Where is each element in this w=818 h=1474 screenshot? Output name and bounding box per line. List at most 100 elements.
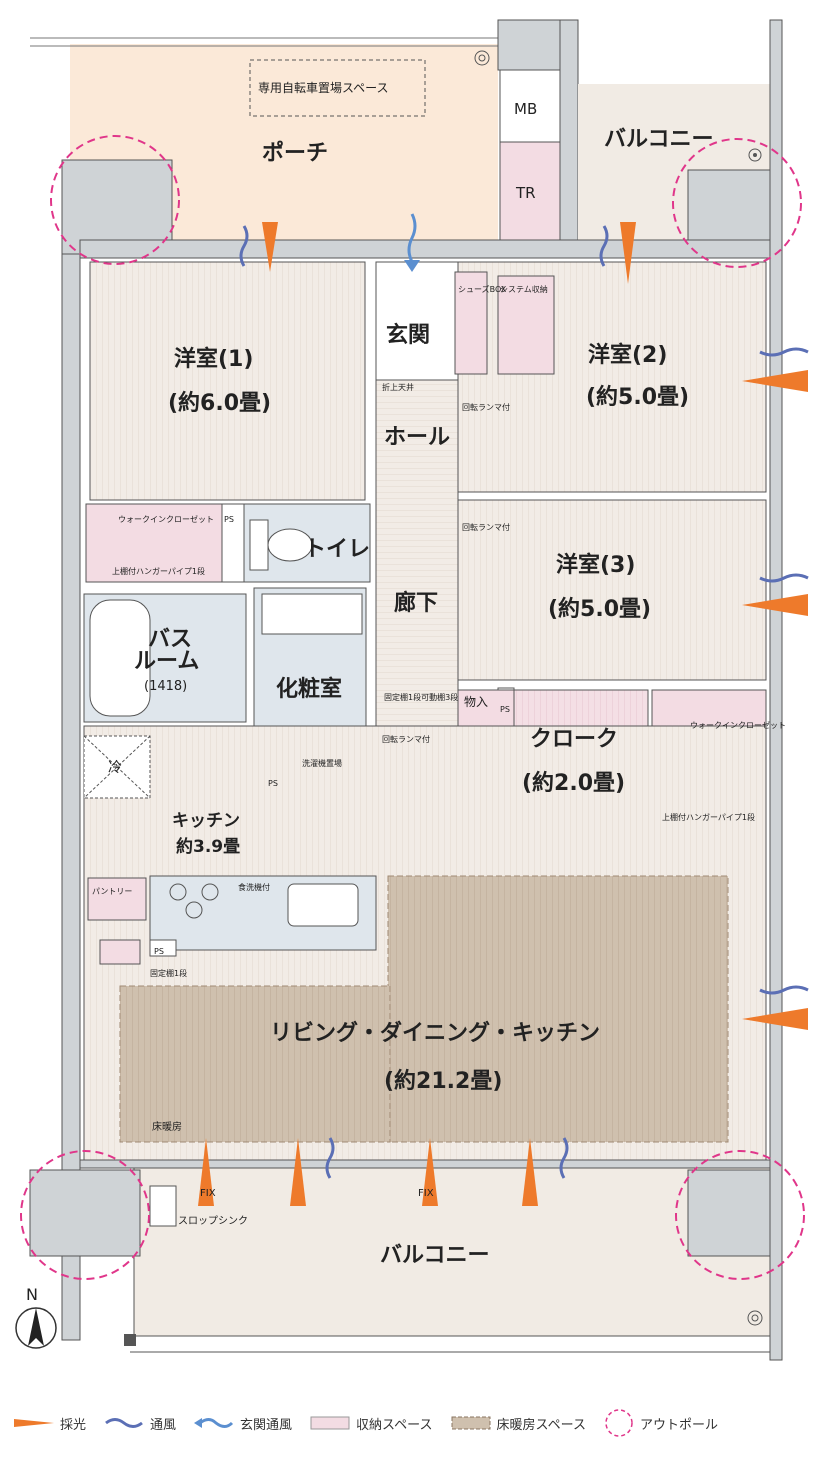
legend-heating: 床暖房スペース: [451, 1414, 586, 1433]
legend: 採光 通風 玄関通風 収納スペース 床暖房スペース アウトポール: [14, 1408, 814, 1438]
fixed-shelf-note: 固定棚1段: [150, 968, 187, 978]
legend-entrance-wind: 玄関通風: [194, 1414, 292, 1433]
wind-arrow: [599, 225, 609, 267]
wic-2-shelf: 上棚付ハンガーパイプ1段: [662, 812, 755, 822]
kitchen-name: キッチン: [172, 811, 240, 831]
ldk-name: リビング・ダイニング・キッチン: [270, 1020, 600, 1046]
pantry-label: パントリー: [92, 887, 132, 896]
washer-label: 洗濯機置場: [302, 758, 342, 768]
entrance-wind-arrow: [407, 213, 417, 263]
walk-in-closet-1: [85, 503, 223, 583]
western-room-3-floor: [457, 499, 767, 681]
bath-size-label: (1418): [144, 679, 187, 694]
ps-label-wic: PS: [224, 515, 234, 524]
entrance-wind-icon: [194, 1418, 234, 1428]
dishwasher-note: 食洗機付: [238, 882, 270, 892]
western-room-3-name: 洋室(3): [556, 552, 635, 578]
storage-label: 物入: [464, 695, 488, 709]
rotating-lamp-note-2: 回転ランマ付: [462, 522, 510, 532]
storage-shelf-note: 固定棚1段可動棚3段: [384, 692, 458, 702]
fridge-label: 冷: [108, 760, 122, 776]
wind-arrow: [559, 1137, 569, 1179]
legend-light-label: 採光: [60, 1417, 87, 1433]
ldk-size: (約21.2畳): [384, 1068, 502, 1094]
western-room-1-size: (約6.0畳): [168, 390, 271, 416]
legend-wind: 通風: [104, 1414, 176, 1433]
light-arrow: [742, 594, 808, 616]
tr-label: TR: [515, 184, 536, 202]
porch-label: ポーチ: [262, 140, 328, 166]
light-arrow-icon: [14, 1419, 54, 1427]
corridor-label: 廊下: [394, 590, 438, 616]
legend-out-pole: アウトポール: [604, 1408, 718, 1438]
western-room-2-name: 洋室(2): [588, 342, 667, 368]
north-label: N: [26, 1285, 38, 1304]
legend-light: 採光: [14, 1414, 86, 1433]
rotating-lamp-note-1: 回転ランマ付: [462, 402, 510, 412]
bath-label-line2: ルーム: [134, 649, 199, 674]
balcony-bottom-label: バルコニー: [380, 1243, 490, 1268]
legend-storage: 収納スペース: [310, 1414, 433, 1433]
floor-heating-area-1: [387, 875, 729, 1143]
slop-sink-note: スロップシンク: [178, 1215, 248, 1227]
system-storage-note: システム収納: [500, 284, 548, 294]
wind-arrow: [759, 347, 809, 357]
light-arrow: [290, 1138, 306, 1206]
wind-arrow: [759, 573, 809, 583]
bike-space-box: [249, 59, 426, 117]
light-arrow: [742, 1008, 808, 1030]
western-room-1-name: 洋室(1): [174, 346, 253, 372]
north-arrow-icon: [28, 1308, 44, 1346]
floor-heating-note: 床暖房: [152, 1120, 182, 1133]
shoe-box: [454, 271, 488, 375]
light-arrow: [742, 370, 808, 392]
legend-entrance-wind-label: 玄関通風: [240, 1417, 293, 1433]
western-room-1-floor: [89, 261, 366, 501]
folding-ceiling-note: 折上天井: [382, 382, 414, 392]
wind-arrow: [759, 985, 809, 995]
wind-wave-icon: [105, 1418, 143, 1428]
wic-1-shelf: 上棚付ハンガーパイプ1段: [112, 566, 205, 576]
western-room-2-size: (約5.0畳): [586, 384, 689, 410]
legend-out-pole-label: アウトポール: [639, 1417, 718, 1433]
wic-1-label: ウォークインクローゼット: [118, 514, 214, 524]
kitchen-size: 約3.9畳: [176, 836, 240, 857]
ps-label-storage: PS: [500, 705, 510, 714]
shoe-box-note: シューズBOX: [458, 284, 507, 294]
cloak-size: (約2.0畳): [522, 770, 625, 796]
balcony-bottom-area: [133, 1167, 771, 1337]
rotating-lamp-note-3: 回転ランマ付: [382, 734, 430, 744]
legend-storage-label: 収納スペース: [356, 1417, 433, 1433]
out-pole-marker: [20, 1150, 150, 1280]
light-arrow: [262, 222, 278, 272]
light-arrow: [620, 222, 636, 284]
heating-swatch-icon: [451, 1416, 490, 1430]
light-arrow: [522, 1138, 538, 1206]
out-pole-marker: [50, 135, 180, 265]
cloak-name: クローク: [530, 727, 618, 752]
wic-2-label: ウォークインクローゼット: [690, 720, 786, 730]
floor-heating-area-2: [119, 985, 391, 1143]
vanity-label: 化粧室: [276, 676, 342, 702]
pantry: [87, 877, 147, 921]
mb-label: MB: [514, 100, 537, 118]
out-pole-icon: [605, 1409, 633, 1437]
entrance-floor: [375, 261, 459, 381]
western-room-3-size: (約5.0畳): [548, 596, 651, 622]
toilet-label: トイレ: [304, 537, 370, 562]
entrance-label: 玄関: [386, 322, 430, 348]
balcony-top-label: バルコニー: [604, 127, 714, 152]
storage-swatch-icon: [310, 1416, 350, 1430]
ps-label-kitchen: PS: [154, 947, 164, 956]
system-storage: [497, 275, 555, 375]
fix-note-1: FIX: [200, 1188, 216, 1199]
hall-label: ホール: [384, 425, 450, 450]
light-arrow: [198, 1138, 214, 1206]
bike-space-label: 専用自転車置場スペース: [258, 81, 389, 95]
bath-label-line1: バス: [148, 627, 192, 652]
out-pole-marker: [675, 1150, 805, 1280]
legend-wind-label: 通風: [150, 1417, 177, 1433]
fix-note-2: FIX: [418, 1188, 434, 1199]
legend-heating-label: 床暖房スペース: [496, 1417, 586, 1433]
